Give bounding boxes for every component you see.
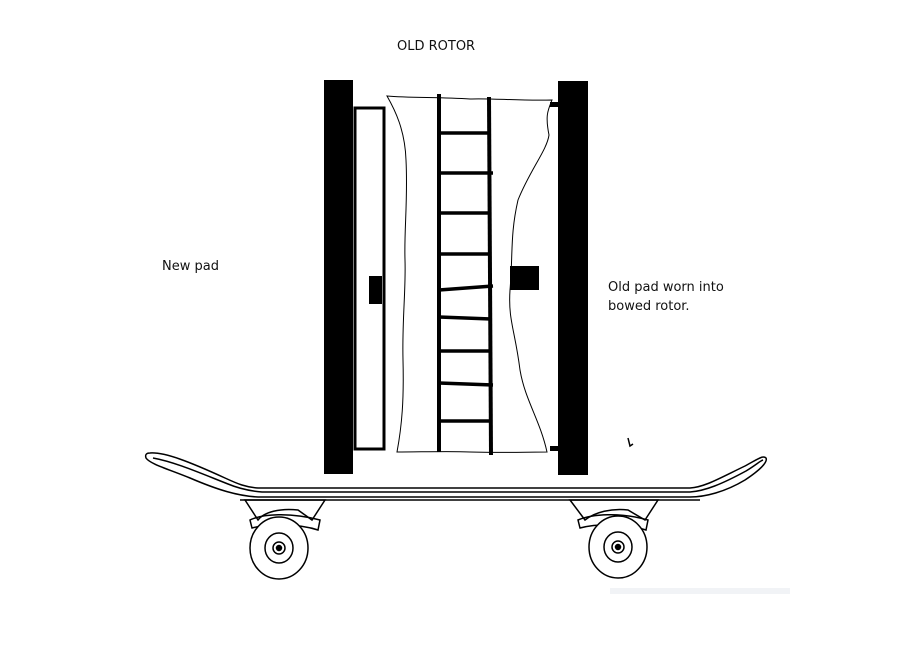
old-pad-piston (510, 266, 539, 290)
rotor-rung (438, 381, 494, 387)
right-wheel (588, 515, 648, 579)
new-pad-piston (369, 276, 382, 304)
new-pad-label: New pad (162, 259, 219, 274)
stray-mark (627, 437, 634, 448)
right-wheel-axle (614, 543, 622, 551)
faint-bar (610, 588, 790, 594)
diagram-title: OLD ROTOR (397, 39, 476, 54)
right-caliper-tab-bottom (550, 446, 560, 451)
skateboard-deck (144, 452, 768, 498)
left-caliper-plate (324, 80, 353, 474)
left-wheel-axle (275, 544, 283, 552)
left-wheel (249, 516, 309, 580)
worn-pad-outline (386, 95, 553, 453)
right-caliper-tab-top (550, 102, 560, 107)
right-truck-hanger (577, 513, 649, 531)
right-truck (568, 499, 660, 522)
right-caliper-plate (558, 81, 588, 475)
rotor-rung (438, 284, 494, 292)
rotor-rungs (437, 131, 494, 423)
rotor-rail-right (487, 96, 493, 456)
skateboard (144, 452, 768, 531)
old-pad-label: Old pad worn into bowed rotor. (608, 280, 724, 314)
skateboard-deck-inner (152, 457, 764, 493)
rotor-rung (438, 315, 492, 321)
